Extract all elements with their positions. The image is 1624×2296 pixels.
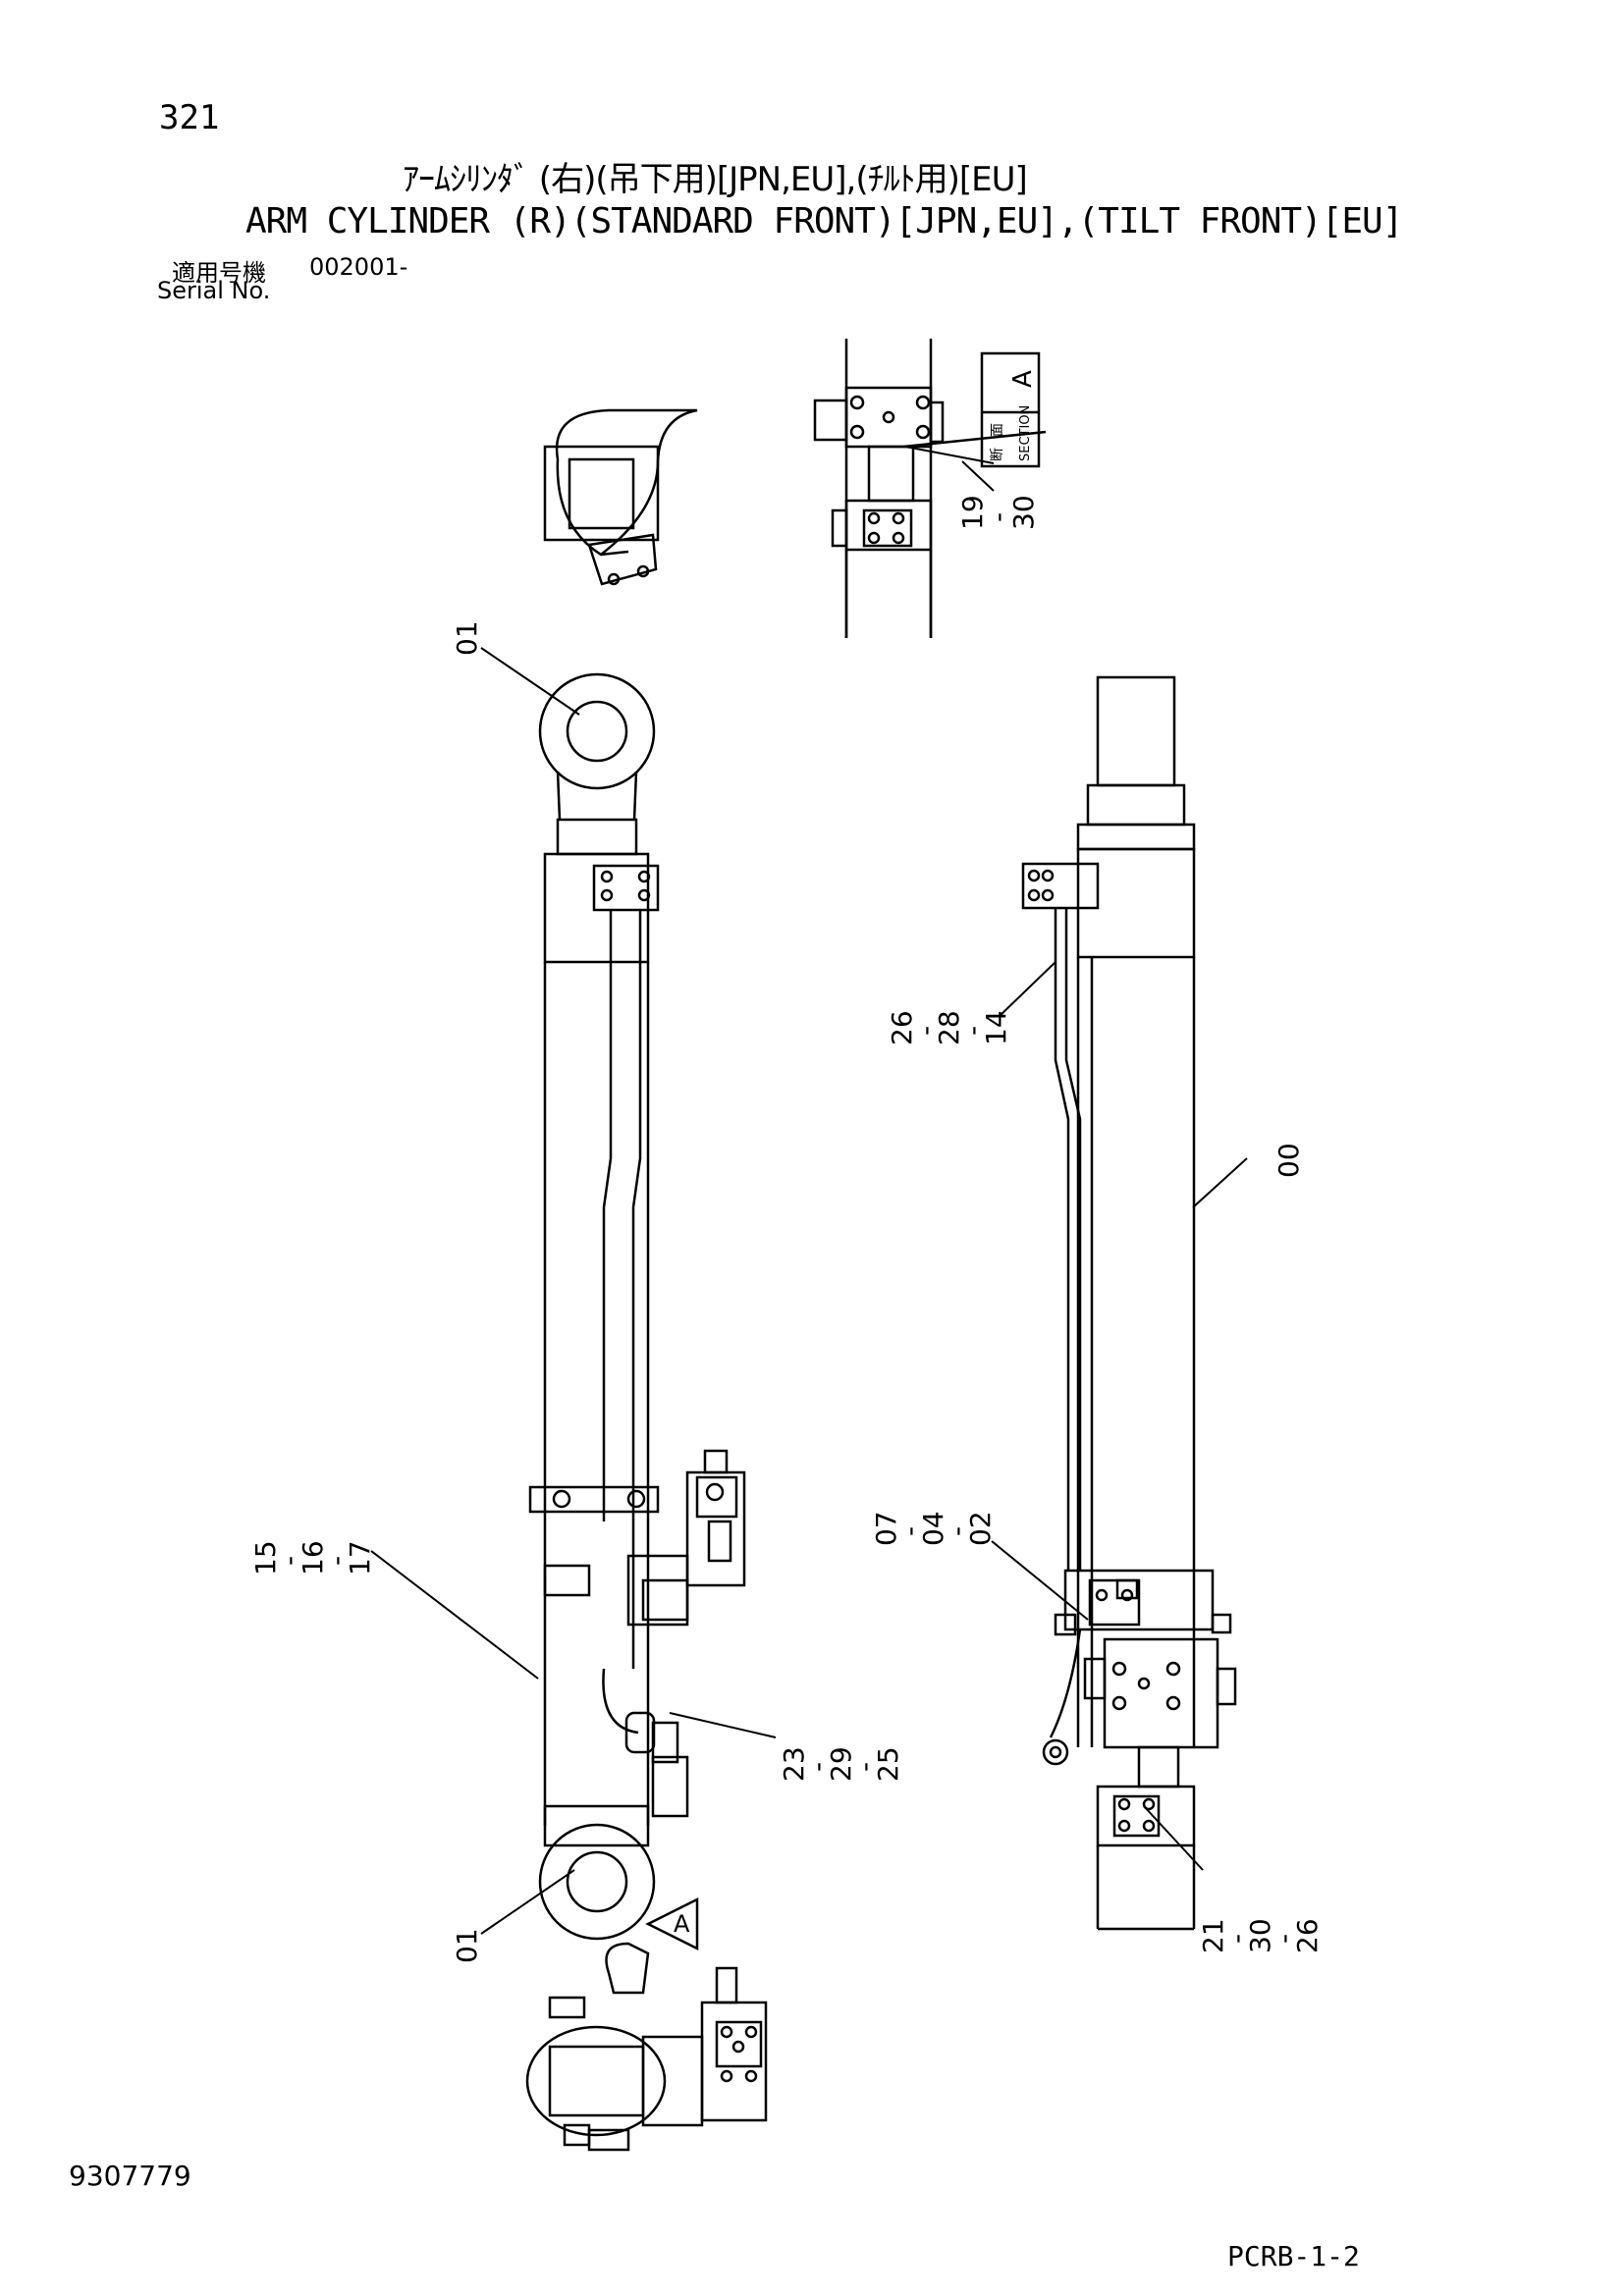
serial-label-japanese: 適用号機 <box>172 259 266 287</box>
callout-26-28-14: 26 - 28 - 14 <box>886 1010 1012 1045</box>
svg-text:23: 23 <box>778 1746 810 1782</box>
callouts: 01 01 00 19 - 30 26 - 28 - 14 15 - 16 - … <box>249 495 1324 1963</box>
callout-15-16-17: 15 - 16 - 17 <box>249 1540 376 1575</box>
serial-value: 002001- <box>309 253 408 281</box>
callout-01-top: 01 <box>451 620 483 656</box>
svg-text:-: - <box>941 1526 973 1536</box>
svg-text:-: - <box>848 1762 881 1772</box>
view-marker-letter: A <box>674 1910 690 1938</box>
left-cylinder <box>528 672 746 1941</box>
callout-23-29-25: 23 - 29 - 25 <box>778 1746 904 1782</box>
svg-text:04: 04 <box>917 1511 949 1546</box>
svg-text:-: - <box>320 1556 352 1566</box>
svg-text:28: 28 <box>933 1010 965 1045</box>
title-english: ARM CYLINDER (R)(STANDARD FRONT)[JPN,EU]… <box>245 201 1403 241</box>
svg-text:29: 29 <box>825 1746 857 1782</box>
svg-text:15: 15 <box>249 1540 282 1575</box>
callout-01-bottom: 01 <box>451 1928 483 1963</box>
section-label-jp-1: 断 <box>990 448 1005 461</box>
callout-07-04-02: 07 - 04 - 02 <box>870 1511 997 1546</box>
callout-21-30-26: 21 - 30 - 26 <box>1197 1918 1324 1953</box>
drawing-number: 9307779 <box>69 2160 191 2192</box>
svg-text:02: 02 <box>964 1511 997 1546</box>
section-a-detail: 断 面 SECTION A <box>813 339 1047 638</box>
svg-text:-: - <box>956 1026 989 1036</box>
serial-label-english: Serial No. <box>157 277 271 304</box>
svg-text:30: 30 <box>1007 495 1040 530</box>
svg-text:21: 21 <box>1197 1918 1229 1953</box>
svg-text:-: - <box>273 1556 305 1566</box>
svg-text:14: 14 <box>980 1010 1012 1045</box>
svg-text:30: 30 <box>1244 1918 1276 1953</box>
svg-text:-: - <box>893 1526 926 1536</box>
svg-text:-: - <box>1220 1934 1253 1944</box>
svg-text:-: - <box>801 1762 834 1772</box>
svg-text:25: 25 <box>872 1746 904 1782</box>
page-code: PCRB-1-2 <box>1227 2240 1360 2272</box>
section-label-jp-2: 面 <box>990 423 1005 437</box>
svg-text:-: - <box>982 512 1014 522</box>
svg-text:26: 26 <box>886 1010 918 1045</box>
bottom-end-view <box>525 1942 768 2152</box>
callout-00: 00 <box>1272 1143 1305 1178</box>
svg-text:17: 17 <box>344 1540 376 1575</box>
svg-text:26: 26 <box>1291 1918 1324 1953</box>
svg-text:-: - <box>1268 1934 1300 1944</box>
view-marker-a: A <box>645 1896 699 1951</box>
svg-text:16: 16 <box>297 1540 329 1575</box>
title-japanese: ｱｰﾑｼﾘﾝﾀﾞ (右)(吊下用)[JPN,EU],(ﾁﾙﾄ用)[EU] <box>403 160 1028 199</box>
svg-text:07: 07 <box>870 1511 902 1546</box>
svg-text:19: 19 <box>956 495 989 530</box>
right-cylinder <box>1021 675 1237 1931</box>
svg-text:-: - <box>909 1026 942 1036</box>
leader-lines <box>370 446 1248 1935</box>
section-letter: A <box>1008 370 1038 388</box>
rod-eye-end-view <box>543 408 698 586</box>
page-number: 321 <box>159 98 220 137</box>
callout-19-30: 19 - 30 <box>956 495 1040 530</box>
